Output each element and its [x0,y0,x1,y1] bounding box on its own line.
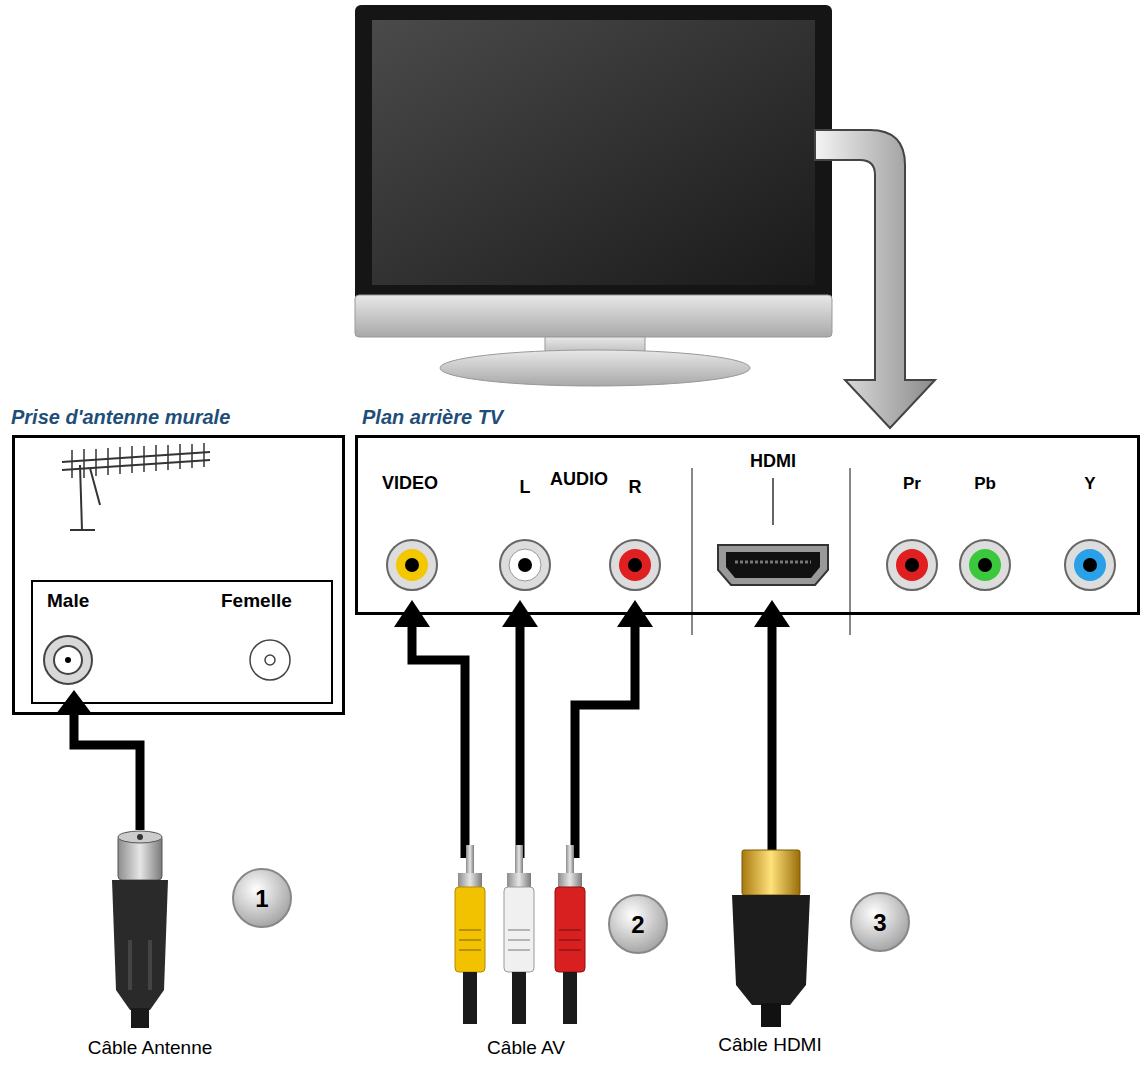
arrow-heads [56,600,790,714]
pointer-arrow [815,130,935,428]
antenna-plug [112,831,168,1028]
male-socket [44,636,92,684]
port-label: VIDEO [382,472,438,494]
callout-number: 2 [631,910,644,939]
hdmi-port [718,545,828,585]
socket-box: Male Femelle [31,580,333,704]
hdmi-plug [732,850,810,1027]
antenna-symbol [62,443,210,530]
av-plugs [455,845,585,1024]
callout-number: 1 [255,884,268,913]
panel-divider [849,468,851,635]
panel-divider [691,468,693,635]
hdmi-tick [772,478,774,525]
female-socket [250,640,290,680]
panel-heading: Prise d'antenne murale [11,406,230,429]
wall-socket-panel: Prise d'antenne muraleMaleFemelle [12,435,345,715]
rca-ports [387,540,1115,590]
port-label: AUDIO [550,468,608,490]
socket-label: Femelle [221,590,292,612]
port-label: R [629,476,642,498]
port-label: HDMI [750,450,796,472]
port-label: L [520,476,531,498]
tv-illustration [355,5,832,386]
panel-heading: Plan arrière TV [362,406,503,429]
socket-label: Male [47,590,89,612]
port-label: Y [1084,474,1095,494]
cable-name: Câble AV [487,1036,565,1059]
cable-name: Câble Antenne [88,1036,213,1059]
port-label: Pr [903,474,921,494]
port-label: Pb [974,474,996,494]
tv-back-panel: Plan arrière TV [355,435,1140,615]
callout-circles [233,869,909,953]
connection-arrows [74,625,772,858]
cable-name: Câble HDMI [718,1033,821,1056]
callout-number: 3 [873,908,886,937]
